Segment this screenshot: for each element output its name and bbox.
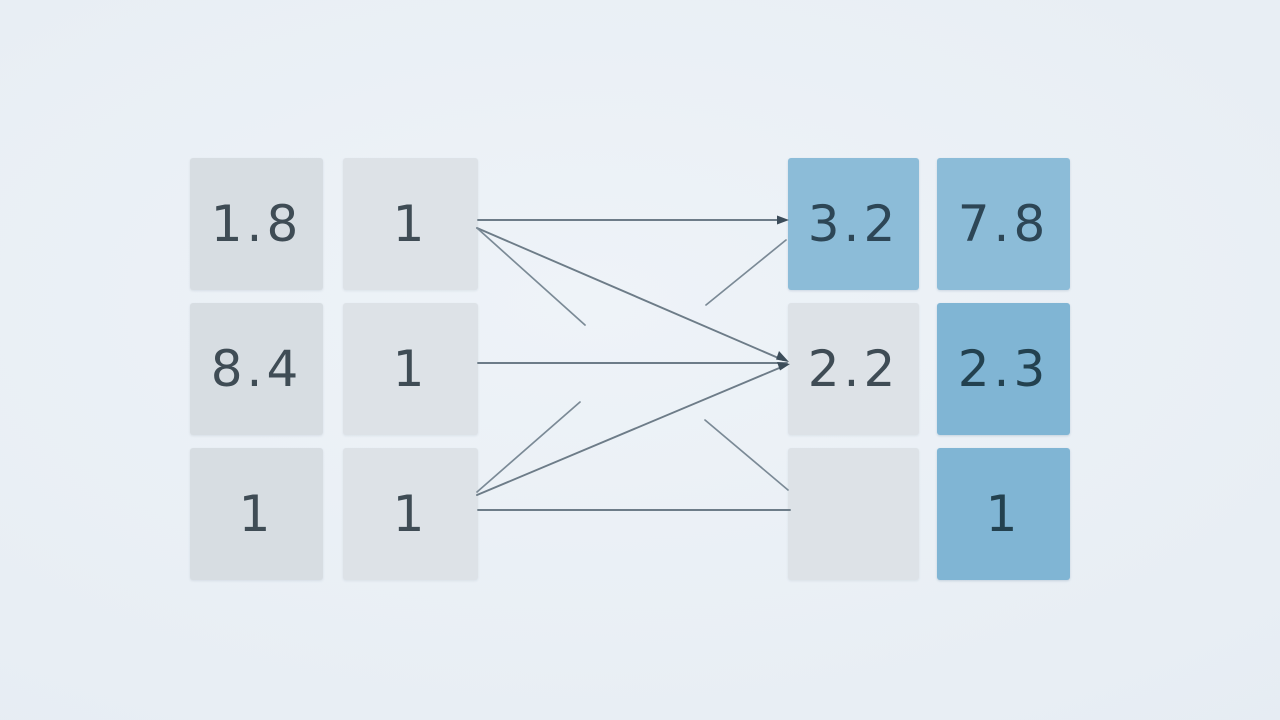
edge-r2c1-down-diag: [704, 419, 789, 491]
left-cell-r3c1: 1: [190, 448, 323, 580]
edge-l3-stub-up: [476, 401, 581, 493]
left-cell-r2c1: 8.4: [190, 303, 323, 435]
left-cell-r3c2: 1: [343, 448, 478, 580]
right-cell-r2c2: 2.3: [937, 303, 1070, 435]
left-cell-r1c2: 1: [343, 158, 478, 290]
right-cell-r3c2: 1: [937, 448, 1070, 580]
right-cell-r1c1: 3.2: [788, 158, 919, 290]
left-cell-r2c2: 1: [343, 303, 478, 435]
right-cell-r1c2: 7.8: [937, 158, 1070, 290]
right-cell-r2c1: 2.2: [788, 303, 919, 435]
right-cell-r3c1: [788, 448, 919, 580]
edge-l3-to-r2c1: [476, 365, 785, 496]
edge-l1-stub-down: [476, 227, 586, 326]
left-cell-r1c1: 1.8: [190, 158, 323, 290]
edge-l1-to-r2c1: [476, 227, 784, 361]
edge-r2c1-to-r1c1-diag: [705, 239, 787, 306]
